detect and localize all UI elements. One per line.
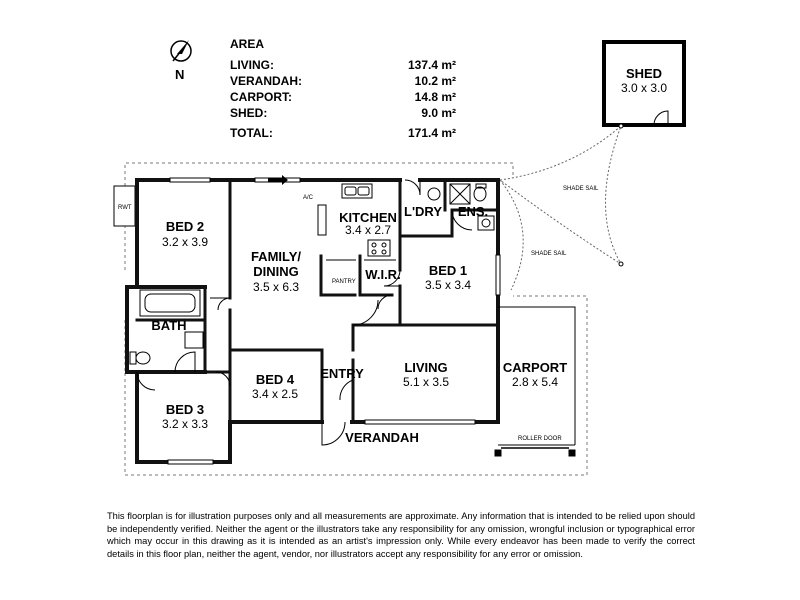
rwt-label: RWT bbox=[118, 205, 132, 211]
north-compass-icon bbox=[170, 40, 192, 62]
area-label: CARPORT: bbox=[230, 90, 292, 104]
roller-door-label: ROLLER DOOR bbox=[518, 436, 562, 442]
carport-dims: 2.8 x 5.4 bbox=[512, 375, 558, 389]
area-row: CARPORT: 14.8 m² bbox=[230, 89, 456, 105]
bed4-dims: 3.4 x 2.5 bbox=[252, 387, 298, 401]
compass-north-label: N bbox=[175, 67, 184, 82]
kitchen-dims: 3.4 x 2.7 bbox=[345, 223, 391, 237]
bath-name: BATH bbox=[151, 318, 186, 333]
windows bbox=[167, 177, 501, 465]
area-total-row: TOTAL: 171.4 m² bbox=[230, 125, 456, 141]
area-label: SHED: bbox=[230, 106, 268, 120]
shed-outline bbox=[602, 40, 686, 127]
area-label: LIVING: bbox=[230, 58, 274, 72]
shade-sail bbox=[499, 123, 624, 291]
living-name: LIVING bbox=[404, 360, 447, 375]
verandah-name: VERANDAH bbox=[345, 430, 419, 445]
area-label: VERANDAH: bbox=[230, 74, 302, 88]
living-dims: 5.1 x 3.5 bbox=[403, 375, 449, 389]
area-value: 10.2 m² bbox=[414, 74, 456, 88]
area-row: LIVING: 137.4 m² bbox=[230, 57, 456, 73]
area-value: 9.0 m² bbox=[421, 106, 456, 120]
carport-name: CARPORT bbox=[503, 360, 567, 375]
area-row: VERANDAH: 10.2 m² bbox=[230, 73, 456, 89]
carport-outline bbox=[494, 306, 576, 457]
kitchen-name: KITCHEN bbox=[339, 210, 397, 225]
fixtures bbox=[129, 183, 495, 365]
ac-label: A/C bbox=[303, 195, 314, 201]
area-table: AREA LIVING: 137.4 m² VERANDAH: 10.2 m² … bbox=[230, 37, 456, 141]
family-name-line1: FAMILY/ bbox=[251, 249, 301, 264]
doors bbox=[136, 179, 473, 446]
bed2-name: BED 2 bbox=[166, 219, 204, 234]
interior-walls bbox=[135, 178, 500, 464]
area-value: 137.4 m² bbox=[407, 58, 456, 72]
area-title: AREA bbox=[230, 37, 265, 51]
area-row: SHED: 9.0 m² bbox=[230, 105, 456, 121]
bed3-name: BED 3 bbox=[166, 402, 204, 417]
laundry-name: L'DRY bbox=[404, 204, 442, 219]
shed-dims: 3.0 x 3.0 bbox=[621, 81, 667, 95]
pantry-label: PANTRY bbox=[332, 279, 356, 285]
sliding-door-arrow-icon bbox=[268, 175, 288, 185]
area-value: 14.8 m² bbox=[414, 90, 456, 104]
shade-sail-label-2: SHADE SAIL bbox=[531, 251, 567, 257]
disclaimer-text: This floorplan is for illustration purpo… bbox=[107, 511, 695, 559]
shed-name: SHED bbox=[626, 66, 662, 81]
ensuite-name: ENS. bbox=[458, 204, 488, 219]
bed3-dims: 3.2 x 3.3 bbox=[162, 417, 208, 431]
family-dims: 3.5 x 6.3 bbox=[253, 280, 299, 294]
area-total-label: TOTAL: bbox=[230, 126, 273, 140]
wir-name: W.I.R. bbox=[365, 267, 400, 282]
shade-sail-label-1: SHADE SAIL bbox=[563, 186, 599, 192]
bed1-name: BED 1 bbox=[429, 263, 467, 278]
bed4-name: BED 4 bbox=[256, 372, 295, 387]
entry-name: ENTRY bbox=[320, 366, 364, 381]
bed2-dims: 3.2 x 3.9 bbox=[162, 235, 208, 249]
area-total-value: 171.4 m² bbox=[407, 126, 456, 140]
family-name-line2: DINING bbox=[253, 264, 299, 279]
bed1-dims: 3.5 x 3.4 bbox=[425, 278, 471, 292]
